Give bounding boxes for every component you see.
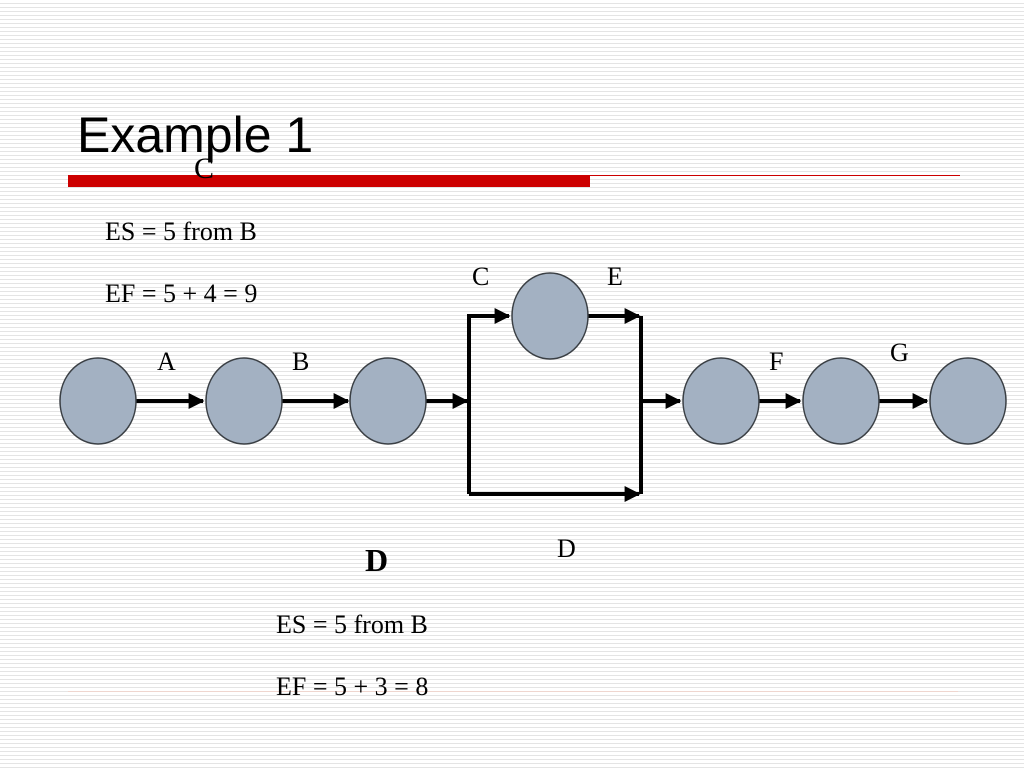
edge-label-b: B <box>292 347 309 376</box>
slide-title: Example 1 <box>77 107 314 163</box>
title-underline-line <box>590 175 960 176</box>
node-7 <box>929 357 1007 445</box>
node-2 <box>205 357 283 445</box>
edge-label-a: A <box>157 347 176 376</box>
node-3 <box>349 357 427 445</box>
footer-rule <box>68 691 958 692</box>
edge-label-c: C <box>472 262 489 291</box>
activity-d-ef: EF = 5 + 3 = 8 <box>276 672 429 701</box>
edge-label-f: F <box>769 347 783 376</box>
node-1 <box>59 357 137 445</box>
edge-label-g: G <box>890 338 909 367</box>
arrow-c <box>467 308 511 494</box>
edge-label-e: E <box>607 262 623 291</box>
title-underline-bar <box>68 175 590 187</box>
node-4 <box>511 272 589 360</box>
node-5 <box>682 357 760 445</box>
activity-d-heading: D <box>365 542 389 578</box>
activity-d-es: ES = 5 from B <box>276 610 428 639</box>
activity-c-heading: C <box>194 152 215 185</box>
activity-c-ef: EF = 5 + 4 = 9 <box>105 279 258 308</box>
activity-c-es: ES = 5 from B <box>105 217 257 246</box>
edge-label-d: D <box>557 534 576 563</box>
node-6 <box>802 357 880 445</box>
